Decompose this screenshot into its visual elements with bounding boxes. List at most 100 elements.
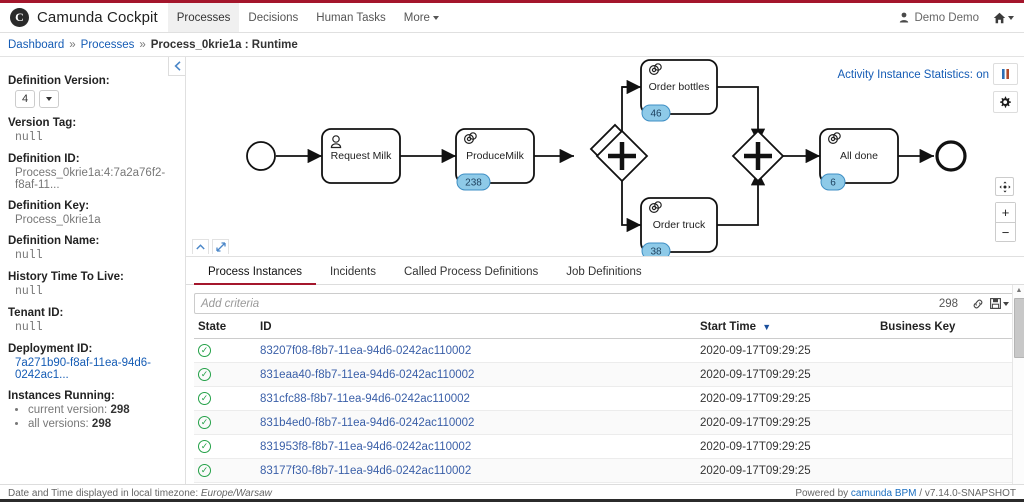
deployment-id-label: Deployment ID: (8, 343, 93, 355)
bpmn-label-order-truck: Order truck (653, 219, 706, 231)
user-task-icon (330, 135, 342, 149)
cell-business-key (876, 339, 1016, 363)
instance-id-link[interactable]: 831cfc88-f8b7-11ea-94d6-0242ac110002 (260, 392, 470, 405)
tab-process-instances[interactable]: Process Instances (194, 263, 316, 285)
table-row[interactable]: ✓ 83177f30-f8b7-11ea-94d6-0242ac110002 2… (194, 458, 1016, 483)
state-ok-icon: ✓ (198, 416, 211, 429)
home-menu[interactable] (993, 12, 1014, 24)
reset-viewport-icon[interactable] (995, 177, 1014, 196)
nav-item-more-label: More (403, 11, 430, 24)
instance-id-link[interactable]: 831b4ed0-f8b7-11ea-94d6-0242ac110002 (260, 416, 475, 429)
search-criteria-bar[interactable]: Add criteria 298 (194, 293, 1016, 314)
col-header-start-time-label: Start Time (700, 321, 757, 333)
save-filter-button[interactable] (990, 298, 1009, 309)
powered-prefix: Powered by (795, 488, 849, 499)
table-header: State ID Start Time ▼ Business Key (194, 314, 1016, 339)
activity-badge-order-truck: 38 (641, 242, 671, 256)
nav-item-human-tasks[interactable]: Human Tasks (316, 11, 386, 24)
table-scroll-region[interactable]: ✓ 83207f08-f8b7-11ea-94d6-0242ac110002 2… (194, 339, 1016, 502)
tab-called-process-definitions[interactable]: Called Process Definitions (404, 266, 539, 278)
instance-id-link[interactable]: 831eaa40-f8b7-11ea-94d6-0242ac110002 (260, 368, 475, 381)
user-name: Demo Demo (914, 11, 979, 24)
definition-sidebar: Definition Version: 4 Version Tag: null … (0, 57, 186, 502)
camunda-bpm-link[interactable]: camunda BPM (850, 488, 917, 499)
tab-job-definitions[interactable]: Job Definitions (566, 266, 642, 278)
sidebar-collapse-button[interactable] (168, 57, 185, 76)
instances-current-value: 298 (110, 404, 130, 416)
nav-item-more[interactable]: More (395, 3, 448, 32)
nav-item-processes[interactable]: Processes (167, 3, 240, 32)
content-tabs: Process Instances Incidents Called Proce… (186, 257, 1024, 285)
bpmn-start-event (246, 141, 276, 171)
chevron-down-icon (1003, 301, 1009, 306)
deployment-id-value[interactable]: 7a271b90-f8af-11ea-94d6-0242ac1... (15, 357, 151, 381)
table-row[interactable]: ✓ 831cfc88-f8b7-11ea-94d6-0242ac110002 2… (194, 386, 1016, 411)
copy-link-button[interactable] (972, 298, 984, 310)
activity-badge-all-done: 6 (820, 173, 846, 191)
cell-start-time: 2020-09-17T09:29:25 (696, 458, 876, 483)
chevron-down-icon (432, 15, 439, 20)
scrollbar-track[interactable] (1013, 296, 1024, 491)
table-row[interactable]: ✓ 831953f8-f8b7-11ea-94d6-0242ac110002 2… (194, 434, 1016, 459)
app-title: Camunda Cockpit (37, 9, 158, 26)
state-ok-icon: ✓ (198, 392, 211, 405)
bpmn-label-request-milk: Request Milk (331, 150, 392, 162)
cell-state: ✓ (194, 386, 256, 411)
instance-id-link[interactable]: 831953f8-f8b7-11ea-94d6-0242ac110002 (260, 440, 472, 453)
instances-all-label: all versions: (28, 418, 89, 430)
cell-state: ✓ (194, 362, 256, 387)
scroll-up-arrow-icon[interactable]: ▲ (1015, 287, 1023, 294)
process-instances-body-table: ✓ 83207f08-f8b7-11ea-94d6-0242ac110002 2… (194, 339, 1016, 502)
definition-id-value: Process_0krie1a:4:7a2a76f2-f8af-11... (15, 167, 166, 191)
version-text: / v7.14.0-SNAPSHOT (919, 488, 1016, 499)
breadcrumb-dashboard[interactable]: Dashboard (8, 38, 65, 51)
version-dropdown-button[interactable] (39, 90, 59, 108)
instance-id-link[interactable]: 83207f08-f8b7-11ea-94d6-0242ac110002 (260, 344, 472, 357)
zoom-in-button[interactable]: + (996, 203, 1015, 222)
collapse-diagram-button[interactable] (192, 239, 209, 254)
tab-incidents[interactable]: Incidents (329, 266, 376, 278)
instance-id-link[interactable]: 83177f30-f8b7-11ea-94d6-0242ac110002 (260, 464, 472, 477)
service-task-icon (649, 201, 662, 214)
search-input[interactable]: Add criteria (201, 297, 260, 310)
table-row[interactable]: ✓ 831eaa40-f8b7-11ea-94d6-0242ac110002 2… (194, 362, 1016, 387)
cell-id: 831953f8-f8b7-11ea-94d6-0242ac110002 (256, 434, 696, 459)
history-ttl-value: null (15, 285, 43, 298)
version-value-button[interactable]: 4 (15, 90, 35, 108)
bpmn-diagram-canvas[interactable]: Activity Instance Statistics: on (186, 57, 1024, 257)
activity-badge-produce-milk: 238 (456, 173, 491, 191)
brand[interactable]: C Camunda Cockpit (0, 3, 168, 32)
cell-business-key (876, 386, 1016, 411)
suspend-process-button[interactable] (992, 63, 1018, 85)
user-icon (900, 12, 909, 23)
col-header-id[interactable]: ID (256, 314, 696, 339)
bpmn-task-order-bottles (640, 59, 718, 115)
definition-name-value: null (15, 249, 43, 262)
table-row[interactable]: ✓ 83207f08-f8b7-11ea-94d6-0242ac110002 2… (194, 339, 1016, 363)
table-row[interactable]: ✓ 831b4ed0-f8b7-11ea-94d6-0242ac110002 2… (194, 410, 1016, 435)
nav-item-decisions[interactable]: Decisions (248, 11, 299, 24)
cell-business-key (876, 458, 1016, 483)
state-ok-icon: ✓ (198, 440, 211, 453)
col-header-start-time[interactable]: Start Time ▼ (696, 314, 876, 339)
bpmn-end-event (935, 140, 967, 172)
bpmn-task-request-milk (321, 128, 401, 184)
state-ok-icon: ✓ (198, 344, 211, 357)
breadcrumb-processes[interactable]: Processes (80, 38, 135, 51)
bpmn-label-all-done: All done (840, 150, 878, 162)
col-header-state[interactable]: State (194, 314, 256, 339)
expand-diagram-button[interactable] (212, 239, 229, 254)
process-settings-button[interactable] (992, 91, 1018, 113)
cell-start-time: 2020-09-17T09:29:25 (696, 410, 876, 435)
col-header-business-key[interactable]: Business Key (876, 314, 1016, 339)
user-menu[interactable]: Demo Demo (899, 12, 979, 24)
breadcrumb-current: Process_0krie1a : Runtime (150, 38, 298, 51)
cell-state: ✓ (194, 434, 256, 459)
top-navbar: C Camunda Cockpit Processes Decisions Hu… (0, 0, 1024, 33)
history-ttl-label: History Time To Live: (8, 271, 124, 283)
table-vertical-scrollbar[interactable]: ▲ ▼ (1012, 285, 1024, 502)
activity-instance-statistics-toggle[interactable]: Activity Instance Statistics: on (838, 69, 1002, 81)
cell-id: 83177f30-f8b7-11ea-94d6-0242ac110002 (256, 458, 696, 483)
zoom-out-button[interactable]: − (996, 222, 1015, 241)
scrollbar-thumb[interactable] (1014, 298, 1024, 358)
